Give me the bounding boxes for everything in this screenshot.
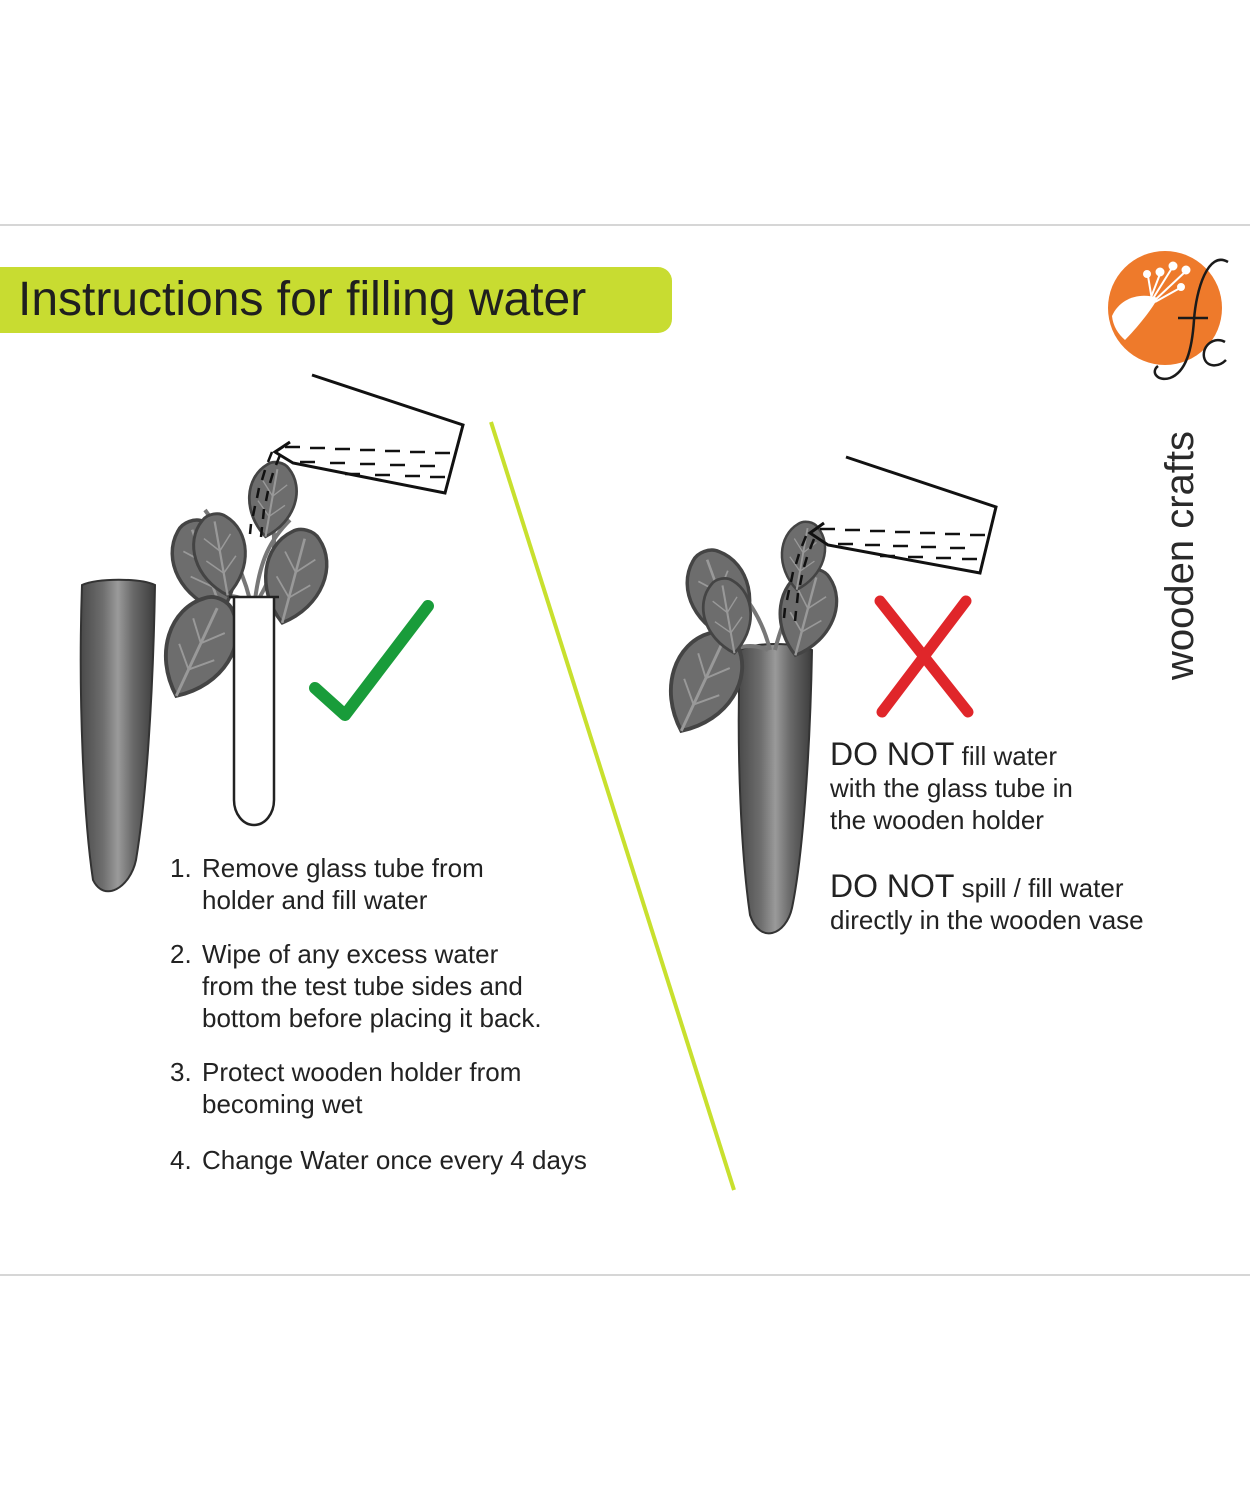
brand-logo-icon <box>1108 251 1229 381</box>
warning-emphasis: DO NOT <box>830 736 955 772</box>
list-item: 2. Wipe of any excess water from the tes… <box>170 938 670 1034</box>
step-line: Protect wooden holder from <box>202 1057 522 1087</box>
glass-test-tube <box>229 595 279 827</box>
pouring-jug-left <box>248 373 465 538</box>
list-item: 3. Protect wooden holder from becoming w… <box>170 1056 670 1120</box>
bottom-divider <box>0 1274 1250 1276</box>
list-item: 1. Remove glass tube from holder and fil… <box>170 852 670 916</box>
step-line: Remove glass tube from <box>202 853 484 883</box>
instruction-list: 1. Remove glass tube from holder and fil… <box>170 852 670 1198</box>
cross-mark-icon <box>874 595 974 718</box>
wooden-vase-right <box>737 643 814 935</box>
step-line: becoming wet <box>202 1089 363 1119</box>
check-mark-icon <box>309 600 434 721</box>
pouring-jug-right <box>782 455 998 622</box>
warning-line: fill water <box>961 741 1058 771</box>
brand-name: wooden crafts <box>1158 430 1202 680</box>
list-item: 4. Change Water once every 4 days <box>170 1144 670 1176</box>
step-line: Wipe of any excess water <box>202 939 499 969</box>
warning-note: DO NOT fill water with the glass tube in… <box>830 738 1230 836</box>
warning-line: the wooden holder <box>830 805 1044 835</box>
top-divider <box>0 224 1250 226</box>
step-number: 1. <box>170 853 192 883</box>
warning-emphasis: DO NOT <box>830 868 955 904</box>
wooden-vase-left <box>79 578 157 893</box>
step-line: Change Water once every 4 days <box>202 1145 587 1175</box>
warning-line: spill / fill water <box>961 873 1124 903</box>
warning-line: directly in the wooden vase <box>830 905 1144 935</box>
step-line: bottom before placing it back. <box>202 1003 542 1033</box>
step-line: from the test tube sides and <box>202 971 523 1001</box>
step-line: holder and fill water <box>202 885 428 915</box>
step-number: 2. <box>170 939 192 969</box>
plant-right <box>649 517 847 747</box>
title-band <box>0 267 672 333</box>
warning-note: DO NOT spill / fill water directly in th… <box>830 870 1230 936</box>
page-title: Instructions for filling water <box>18 273 587 326</box>
step-number: 3. <box>170 1057 192 1087</box>
warning-line: with the glass tube in <box>830 773 1073 803</box>
step-number: 4. <box>170 1145 192 1175</box>
diagonal-divider <box>489 421 736 1191</box>
